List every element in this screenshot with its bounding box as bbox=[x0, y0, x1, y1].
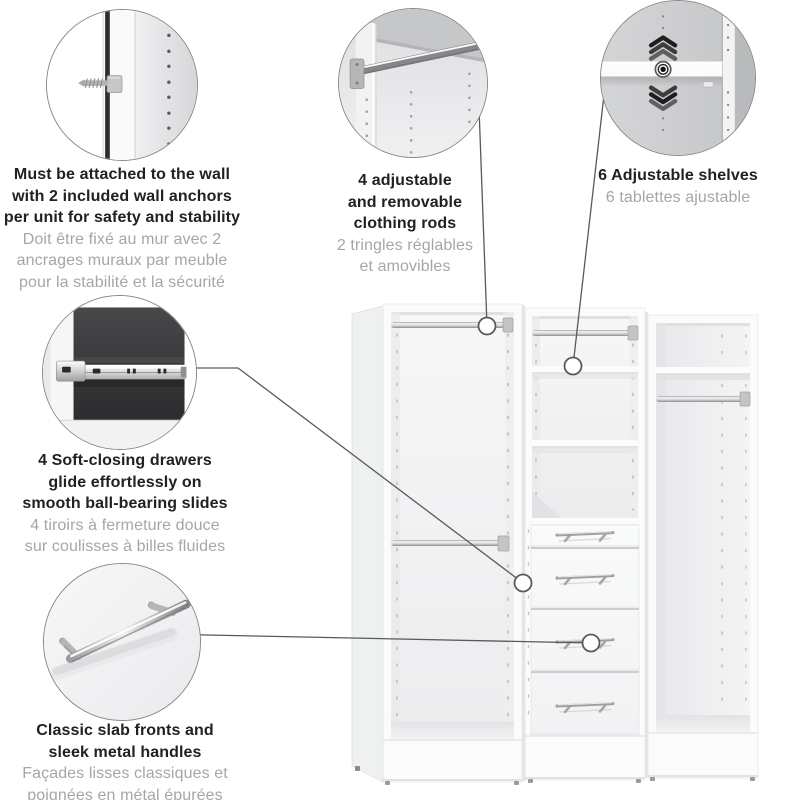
tower-left bbox=[351, 303, 523, 785]
shelf-pin bbox=[702, 81, 714, 88]
feature-text-fr: 4 tiroirs à fermeture douce sur coulisse… bbox=[24, 516, 226, 556]
feature-text-fr: 6 tablettes ajustable bbox=[605, 188, 751, 206]
rod-and-bracket bbox=[349, 39, 487, 89]
feature-text-en: 4 Soft-closing drawers glide effortlessl… bbox=[22, 452, 228, 512]
metal-handle-photo bbox=[44, 564, 200, 720]
adjustable-shelf-right bbox=[656, 367, 750, 380]
leader-lines bbox=[159, 59, 609, 653]
feature-text-en: Must be attached to the wall with 2 incl… bbox=[3, 166, 241, 226]
drawer-box-side bbox=[73, 307, 185, 421]
clothing-rod-middle bbox=[532, 325, 639, 341]
callout-circle-handle bbox=[43, 563, 201, 721]
feature-text-fr: Doit être fixé au mur avec 2 ancrages mu… bbox=[16, 230, 228, 291]
down-arrows bbox=[648, 85, 678, 111]
connector-dot-rod bbox=[477, 316, 497, 336]
shelf-pin-holes bbox=[167, 33, 171, 146]
leader-line-drawers bbox=[180, 367, 524, 584]
connector-dot-shelf bbox=[563, 356, 583, 376]
callout-circle-wall-anchor bbox=[46, 9, 198, 161]
wall-anchor-photo bbox=[47, 10, 197, 160]
connector-dot-drawer bbox=[513, 573, 533, 593]
feature-text-rods: 4 adjustable and removable clothing rods… bbox=[295, 170, 515, 278]
ball-bearing-slide bbox=[56, 360, 187, 387]
drawer-slide-photo bbox=[43, 296, 196, 449]
adjustable-shelf-2 bbox=[532, 440, 638, 453]
feature-text-en: 4 adjustable and removable clothing rods bbox=[347, 172, 463, 232]
adjustable-shelf-photo bbox=[601, 1, 755, 155]
feature-text-fr: Façades lisses classiques et poignées en… bbox=[22, 765, 228, 800]
feature-text-handles: Classic slab fronts and sleek metal hand… bbox=[2, 720, 248, 800]
callout-circle-drawer-slides bbox=[42, 295, 197, 450]
bar-handle bbox=[59, 599, 191, 663]
feature-text-en: 6 Adjustable shelves bbox=[598, 167, 758, 184]
leader-line-handles bbox=[159, 633, 592, 644]
up-arrows bbox=[648, 35, 678, 61]
callout-circle-shelves bbox=[600, 0, 756, 156]
clothing-rod-photo bbox=[339, 9, 487, 157]
leader-line-shelves bbox=[572, 59, 609, 367]
wall-anchor-screw bbox=[77, 75, 123, 93]
feature-text-en: Classic slab fronts and sleek metal hand… bbox=[36, 722, 214, 761]
feature-text-shelves: 6 Adjustable shelves 6 tablettes ajustab… bbox=[560, 165, 796, 208]
adjustable-shelf-1 bbox=[532, 366, 638, 379]
feature-text-wall-anchor: Must be attached to the wall with 2 incl… bbox=[0, 164, 244, 293]
drawer-groove bbox=[531, 547, 639, 673]
tower-middle bbox=[522, 305, 646, 783]
tower-right bbox=[645, 312, 759, 781]
feature-text-fr: 2 tringles réglables et amovibles bbox=[336, 236, 474, 276]
leader-line-rods bbox=[477, 79, 488, 327]
feature-text-drawers: 4 Soft-closing drawers glide effortlessl… bbox=[2, 450, 248, 558]
pin-target bbox=[654, 60, 672, 78]
connector-dot-handle bbox=[581, 633, 601, 653]
callout-circle-clothing-rod bbox=[338, 8, 488, 158]
clothing-rod-right bbox=[656, 391, 751, 407]
drawer-stack bbox=[530, 524, 640, 737]
clothing-rod-mid-left bbox=[391, 535, 510, 552]
